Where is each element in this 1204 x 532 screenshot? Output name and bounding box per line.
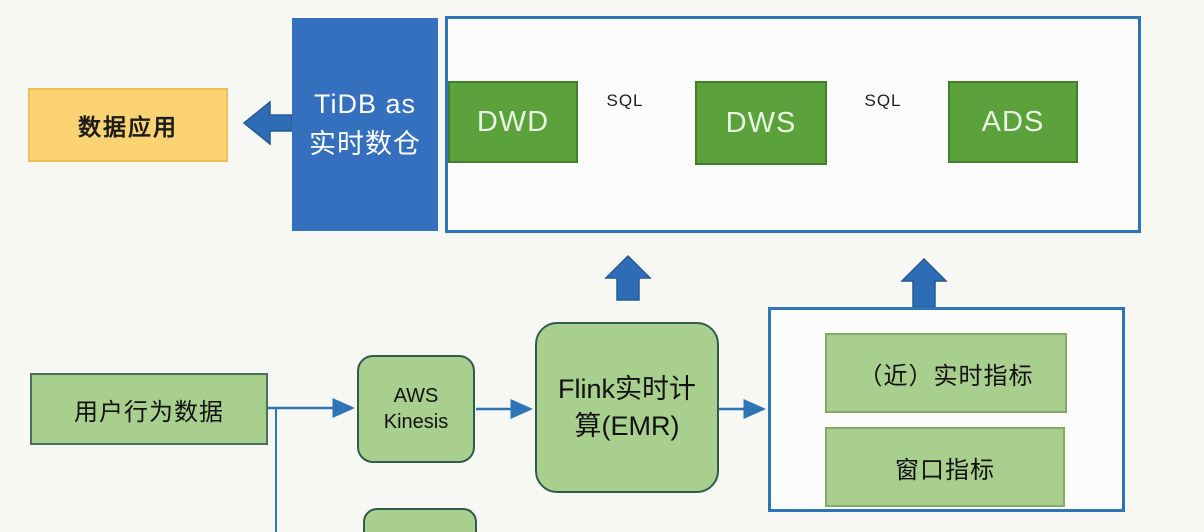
sql-label-1: SQL bbox=[606, 91, 644, 110]
ads-node: ADS bbox=[948, 81, 1078, 163]
flink-label-line2: 算(EMR) bbox=[574, 410, 680, 441]
dwd-label: DWD bbox=[476, 105, 550, 138]
ads-label: ADS bbox=[981, 105, 1045, 138]
sql-label-2: SQL bbox=[864, 91, 902, 110]
tidb-node: TiDB as 实时数仓 bbox=[292, 18, 438, 231]
near-realtime-metric-label: （近）实时指标 bbox=[858, 362, 1034, 390]
tidb-label-line2: 实时数仓 bbox=[309, 128, 421, 159]
user-behavior-data-label: 用户行为数据 bbox=[74, 398, 224, 426]
aws-kinesis-node: AWS Kinesis bbox=[357, 355, 475, 463]
partial-bottom-node bbox=[363, 508, 477, 532]
window-metric-node: 窗口指标 bbox=[825, 427, 1065, 507]
near-realtime-metric-node: （近）实时指标 bbox=[825, 333, 1067, 413]
flink-node: Flink实时计 算(EMR) bbox=[535, 322, 719, 493]
tidb-label-line1: TiDB as bbox=[313, 89, 416, 120]
dwd-node: DWD bbox=[448, 81, 578, 163]
block-arrow-left-icon bbox=[242, 100, 293, 146]
aws-kinesis-label-line2: Kinesis bbox=[383, 411, 449, 433]
dws-node: DWS bbox=[695, 81, 827, 165]
dws-label: DWS bbox=[725, 106, 797, 139]
window-metric-label: 窗口指标 bbox=[895, 456, 995, 484]
block-arrow-up-flink-icon bbox=[604, 254, 652, 301]
data-application-label: 数据应用 bbox=[78, 114, 178, 140]
user-behavior-data-node: 用户行为数据 bbox=[30, 373, 268, 445]
data-application-node: 数据应用 bbox=[28, 88, 228, 162]
aws-kinesis-label-line1: AWS bbox=[393, 385, 439, 407]
block-arrow-up-metrics-icon bbox=[900, 257, 948, 308]
flink-label-line1: Flink实时计 bbox=[557, 374, 696, 405]
